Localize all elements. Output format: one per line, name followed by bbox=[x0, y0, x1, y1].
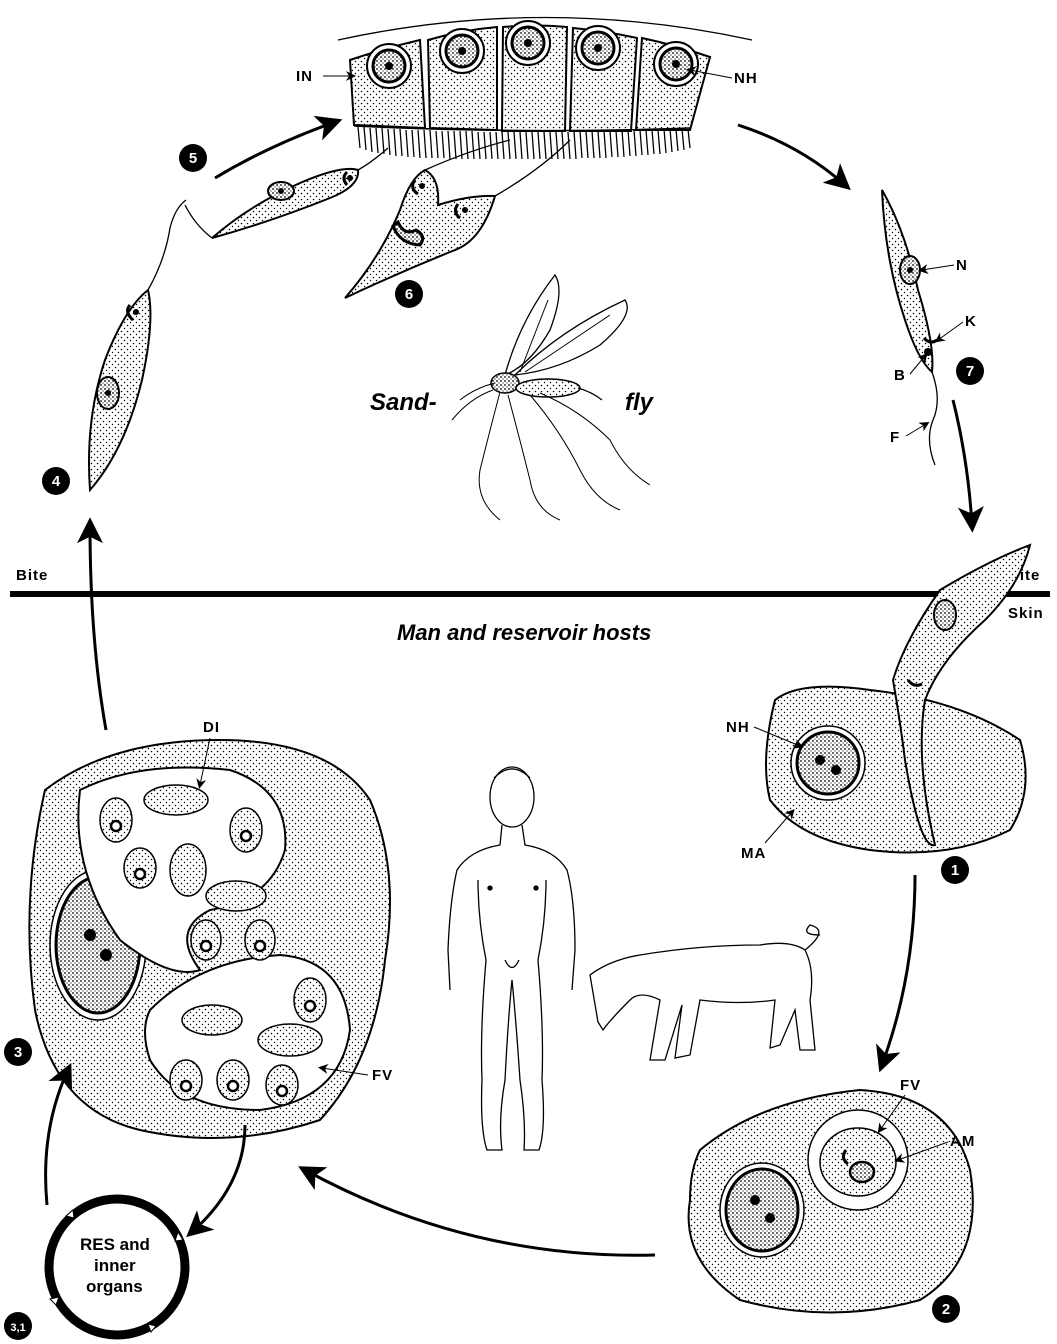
arrow-7-to-bite bbox=[953, 400, 972, 525]
stage-badge-1: 1 bbox=[941, 856, 969, 884]
stage-badge-2: 2 bbox=[932, 1295, 960, 1323]
res-line-3: organs bbox=[86, 1277, 143, 1296]
stage-badge-7: 7 bbox=[956, 357, 984, 385]
stage-5-label: 5 bbox=[189, 150, 197, 167]
sandfly-label-right: fly bbox=[625, 389, 655, 416]
label-MA: MA bbox=[741, 845, 766, 862]
label-F: F bbox=[890, 429, 900, 446]
stage-5-promastigote bbox=[185, 148, 388, 238]
skin-label: Skin bbox=[1008, 605, 1044, 622]
sandfly-illustration: Sand- fly bbox=[370, 275, 655, 520]
stage-4-promastigote bbox=[89, 200, 186, 490]
gut-epithelium: IN NH bbox=[296, 18, 758, 160]
sandfly-label-left: Sand- bbox=[370, 389, 437, 416]
stage-6-label: 6 bbox=[405, 286, 413, 303]
arrow-res-to-3 bbox=[46, 1070, 68, 1205]
stage-3-infected-macrophage: DI FV bbox=[29, 719, 393, 1138]
res-inner-organs-ring: RES and inner organs bbox=[49, 1199, 185, 1335]
stage-6-dividing-promastigotes bbox=[345, 140, 570, 298]
res-line-2: inner bbox=[94, 1256, 136, 1275]
stage-2-label: 2 bbox=[942, 1301, 950, 1318]
label-IN: IN bbox=[296, 68, 313, 85]
stage-badge-6: 6 bbox=[395, 280, 423, 308]
label-NH-gut: NH bbox=[734, 70, 758, 87]
stage-badge-4: 4 bbox=[42, 467, 70, 495]
stage-badge-3-1: 3,1 bbox=[4, 1312, 32, 1340]
stage-3-1-label: 3,1 bbox=[10, 1322, 25, 1334]
label-NH-macrophage: NH bbox=[726, 719, 750, 736]
stage-4-label: 4 bbox=[52, 473, 61, 490]
label-N: N bbox=[956, 257, 968, 274]
res-line-1: RES and bbox=[80, 1235, 150, 1254]
human-figure bbox=[448, 767, 575, 1150]
stage-7-metacyclic-promastigote: N K B F bbox=[882, 190, 977, 465]
label-DI: DI bbox=[203, 719, 220, 736]
label-FV-large: FV bbox=[372, 1067, 393, 1084]
stage-badge-3: 3 bbox=[4, 1038, 32, 1066]
arrow-2-to-3 bbox=[305, 1170, 655, 1255]
dog-figure bbox=[590, 925, 820, 1060]
arrow-gut-to-7 bbox=[738, 125, 845, 185]
stage-7-label: 7 bbox=[966, 363, 974, 380]
arrow-1-to-2 bbox=[882, 875, 915, 1065]
label-K: K bbox=[965, 313, 977, 330]
stage-3-label: 3 bbox=[14, 1044, 22, 1061]
stage-badge-5: 5 bbox=[179, 144, 207, 172]
arrow-5-to-gut bbox=[215, 122, 335, 178]
hosts-caption: Man and reservoir hosts bbox=[397, 620, 651, 645]
label-B: B bbox=[894, 367, 906, 384]
stage-2-macrophage-amastigote: FV AM bbox=[689, 1077, 976, 1313]
arrow-3-to-4 bbox=[90, 525, 106, 730]
arrow-3-to-res bbox=[192, 1125, 245, 1232]
stage-1-label: 1 bbox=[951, 862, 959, 879]
bite-label-left: Bite bbox=[16, 567, 48, 584]
bite-divider-line bbox=[10, 591, 1050, 597]
label-AM: AM bbox=[950, 1133, 975, 1150]
label-FV-small: FV bbox=[900, 1077, 921, 1094]
